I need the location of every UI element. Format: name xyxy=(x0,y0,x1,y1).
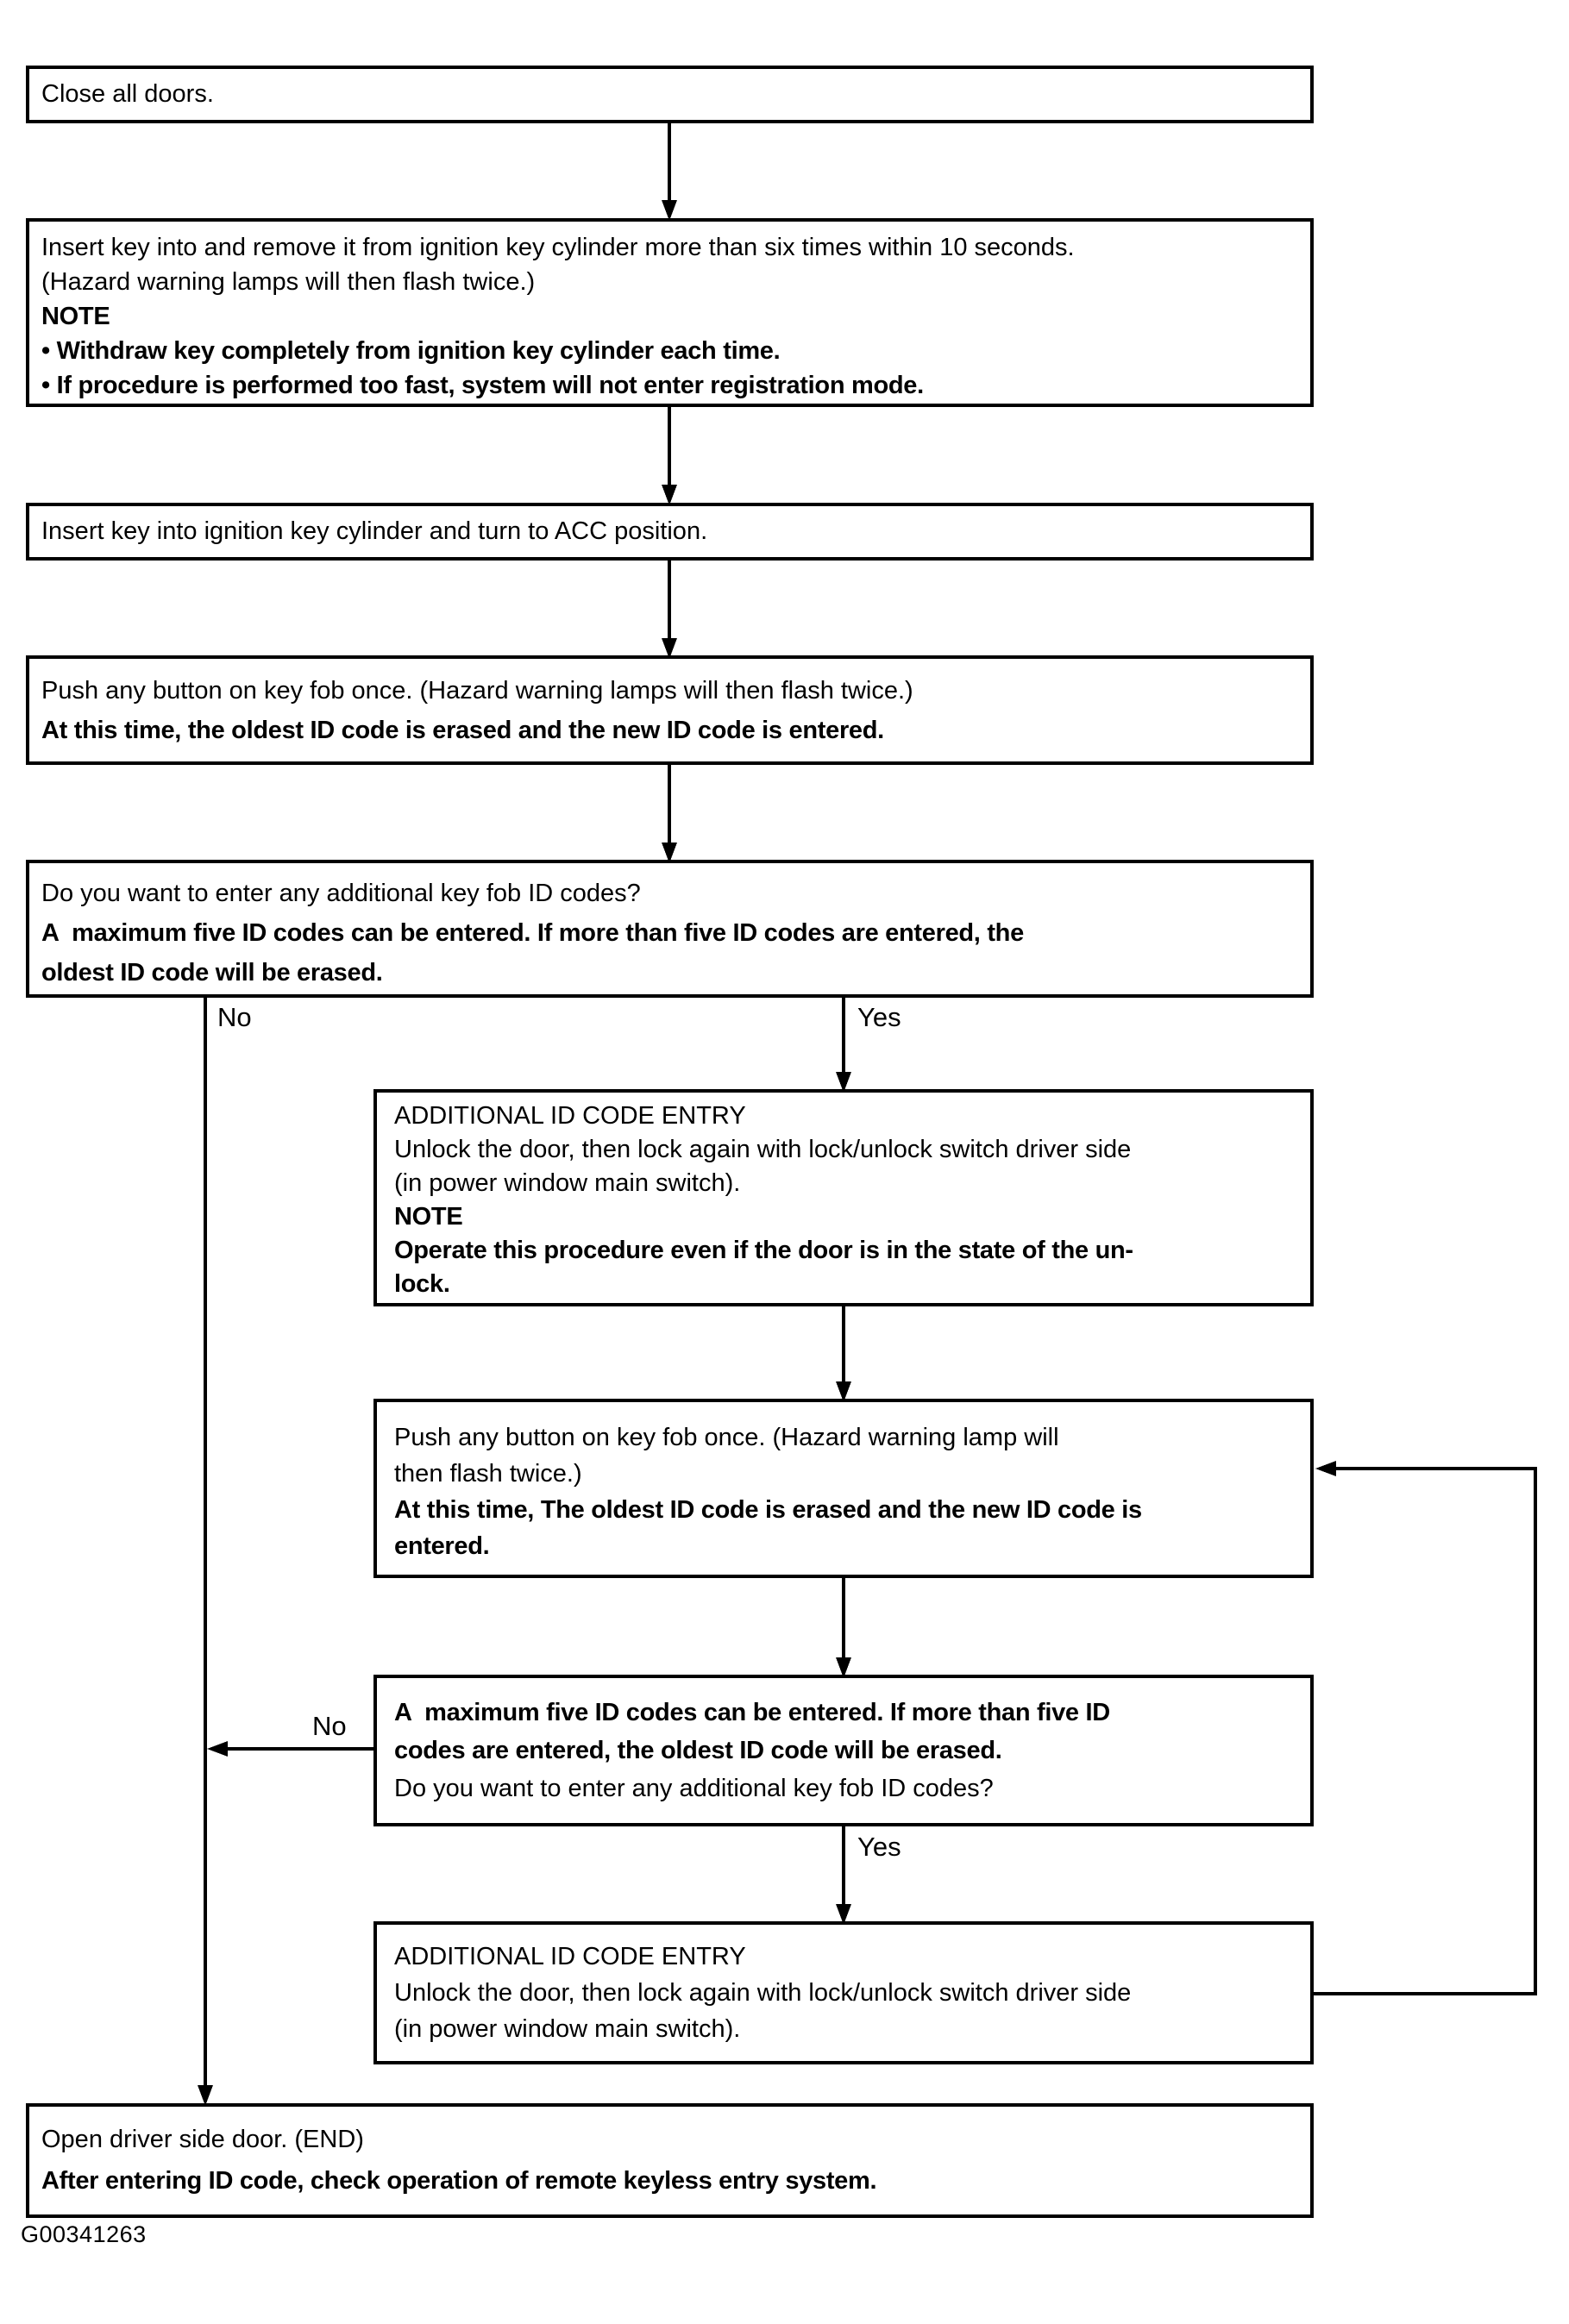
arrowhead-feedback xyxy=(1315,1461,1336,1476)
flow-box-insert-remove-key: Insert key into and remove it from ignit… xyxy=(26,218,1314,407)
flow-box-text: Do you want to enter any additional key … xyxy=(41,880,641,907)
figure-code: G00341263 xyxy=(21,2221,147,2247)
flow-box-text: Open driver side door. (END) xyxy=(41,2126,364,2153)
flow-box-text: Push any button on key fob once. (Hazard… xyxy=(41,677,913,705)
flow-box-title: ADDITIONAL ID CODE ENTRY xyxy=(394,1102,746,1130)
arrowhead-step2 xyxy=(662,200,677,221)
arrowhead-additional1 xyxy=(836,1072,851,1093)
flow-box-push-key-fob-button: Push any button on key fob once. (Hazard… xyxy=(26,655,1314,765)
flow-box-note-item: • If procedure is performed too fast, sy… xyxy=(41,372,924,399)
arrowhead-end xyxy=(198,2085,213,2106)
flow-box-text: After entering ID code, check operation … xyxy=(41,2167,877,2195)
flow-box-text: oldest ID code will be erased. xyxy=(41,959,383,987)
flow-box-push-key-fob-button-2: Push any button on key fob once. (Hazard… xyxy=(373,1399,1314,1578)
arrowhead-step4 xyxy=(662,638,677,659)
flow-box-text: codes are entered, the oldest ID code wi… xyxy=(394,1737,1002,1764)
branch-label-yes-1: Yes xyxy=(857,1002,901,1032)
flow-box-text: Push any button on key fob once. (Hazard… xyxy=(394,1424,1059,1451)
flow-box-turn-to-acc: Insert key into ignition key cylinder an… xyxy=(26,503,1314,561)
branch-label-yes-2: Yes xyxy=(857,1832,901,1862)
connector-feedback-loop xyxy=(1314,1467,1537,1995)
flow-box-decision-additional-codes-2: A maximum five ID codes can be entered. … xyxy=(373,1675,1314,1826)
flow-box-text: Close all doors. xyxy=(41,80,214,108)
flow-box-text: Unlock the door, then lock again with lo… xyxy=(394,1979,1132,2007)
flow-box-text: Unlock the door, then lock again with lo… xyxy=(394,1136,1132,1163)
flow-box-title: ADDITIONAL ID CODE ENTRY xyxy=(394,1943,746,1970)
flow-box-text: Do you want to enter any additional key … xyxy=(394,1775,994,1802)
flow-box-text: then flash twice.) xyxy=(394,1460,582,1488)
flow-box-text: (in power window main switch). xyxy=(394,2015,741,2043)
branch-label-no-1: No xyxy=(217,1002,252,1032)
flow-box-text: A maximum five ID codes can be entered. … xyxy=(394,1699,1110,1726)
arrowhead-decision2 xyxy=(836,1657,851,1678)
flow-box-additional-id-code-entry-2: ADDITIONAL ID CODE ENTRY Unlock the door… xyxy=(373,1921,1314,2064)
arrowhead-additional2 xyxy=(836,1904,851,1925)
flow-box-text: A maximum five ID codes can be entered. … xyxy=(41,919,1024,947)
flow-box-text: At this time, the oldest ID code is eras… xyxy=(41,717,884,744)
flow-box-text: Insert key into ignition key cylinder an… xyxy=(41,517,708,545)
flow-box-end-open-door: Open driver side door. (END) After enter… xyxy=(26,2103,1314,2218)
flow-box-text: Insert key into and remove it from ignit… xyxy=(41,234,1075,261)
flow-box-additional-id-code-entry-1: ADDITIONAL ID CODE ENTRY Unlock the door… xyxy=(373,1089,1314,1306)
flow-box-note-item: lock. xyxy=(394,1270,450,1298)
flow-box-text: (Hazard warning lamps will then flash tw… xyxy=(41,268,536,296)
flow-box-text: entered. xyxy=(394,1532,490,1560)
flow-box-decision-additional-codes: Do you want to enter any additional key … xyxy=(26,860,1314,998)
flow-box-note-heading: NOTE xyxy=(394,1203,463,1231)
arrowhead-no2 xyxy=(207,1741,228,1757)
flow-box-text: At this time, The oldest ID code is eras… xyxy=(394,1496,1142,1524)
branch-label-no-2: No xyxy=(312,1711,347,1741)
arrowhead-step3 xyxy=(662,485,677,505)
flow-box-note-item: • Withdraw key completely from ignition … xyxy=(41,337,781,365)
arrowhead-decision1 xyxy=(662,843,677,863)
flow-box-text: (in power window main switch). xyxy=(394,1169,741,1197)
flow-box-close-doors: Close all doors. xyxy=(26,66,1314,123)
flow-box-note-item: Operate this procedure even if the door … xyxy=(394,1237,1133,1264)
flow-box-note-heading: NOTE xyxy=(41,303,110,330)
arrowhead-step5 xyxy=(836,1381,851,1402)
